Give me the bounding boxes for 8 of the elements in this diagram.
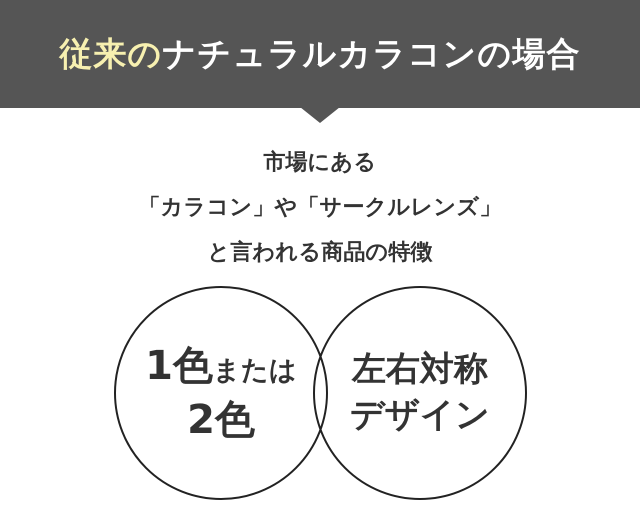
feature-text: 左右対称デザイン <box>349 348 491 437</box>
feature-circle <box>114 286 328 500</box>
description-text: 「カラコン」や「サークルレンズ」 <box>138 194 502 222</box>
feature-text: 1色または2色 <box>144 342 298 445</box>
description-text: と言われる商品の特徴 <box>208 238 432 267</box>
feature-circle <box>313 286 527 500</box>
description-text: 市場にある <box>264 148 376 177</box>
title: 従来のナチュラルカラコンの場合 <box>60 32 580 74</box>
